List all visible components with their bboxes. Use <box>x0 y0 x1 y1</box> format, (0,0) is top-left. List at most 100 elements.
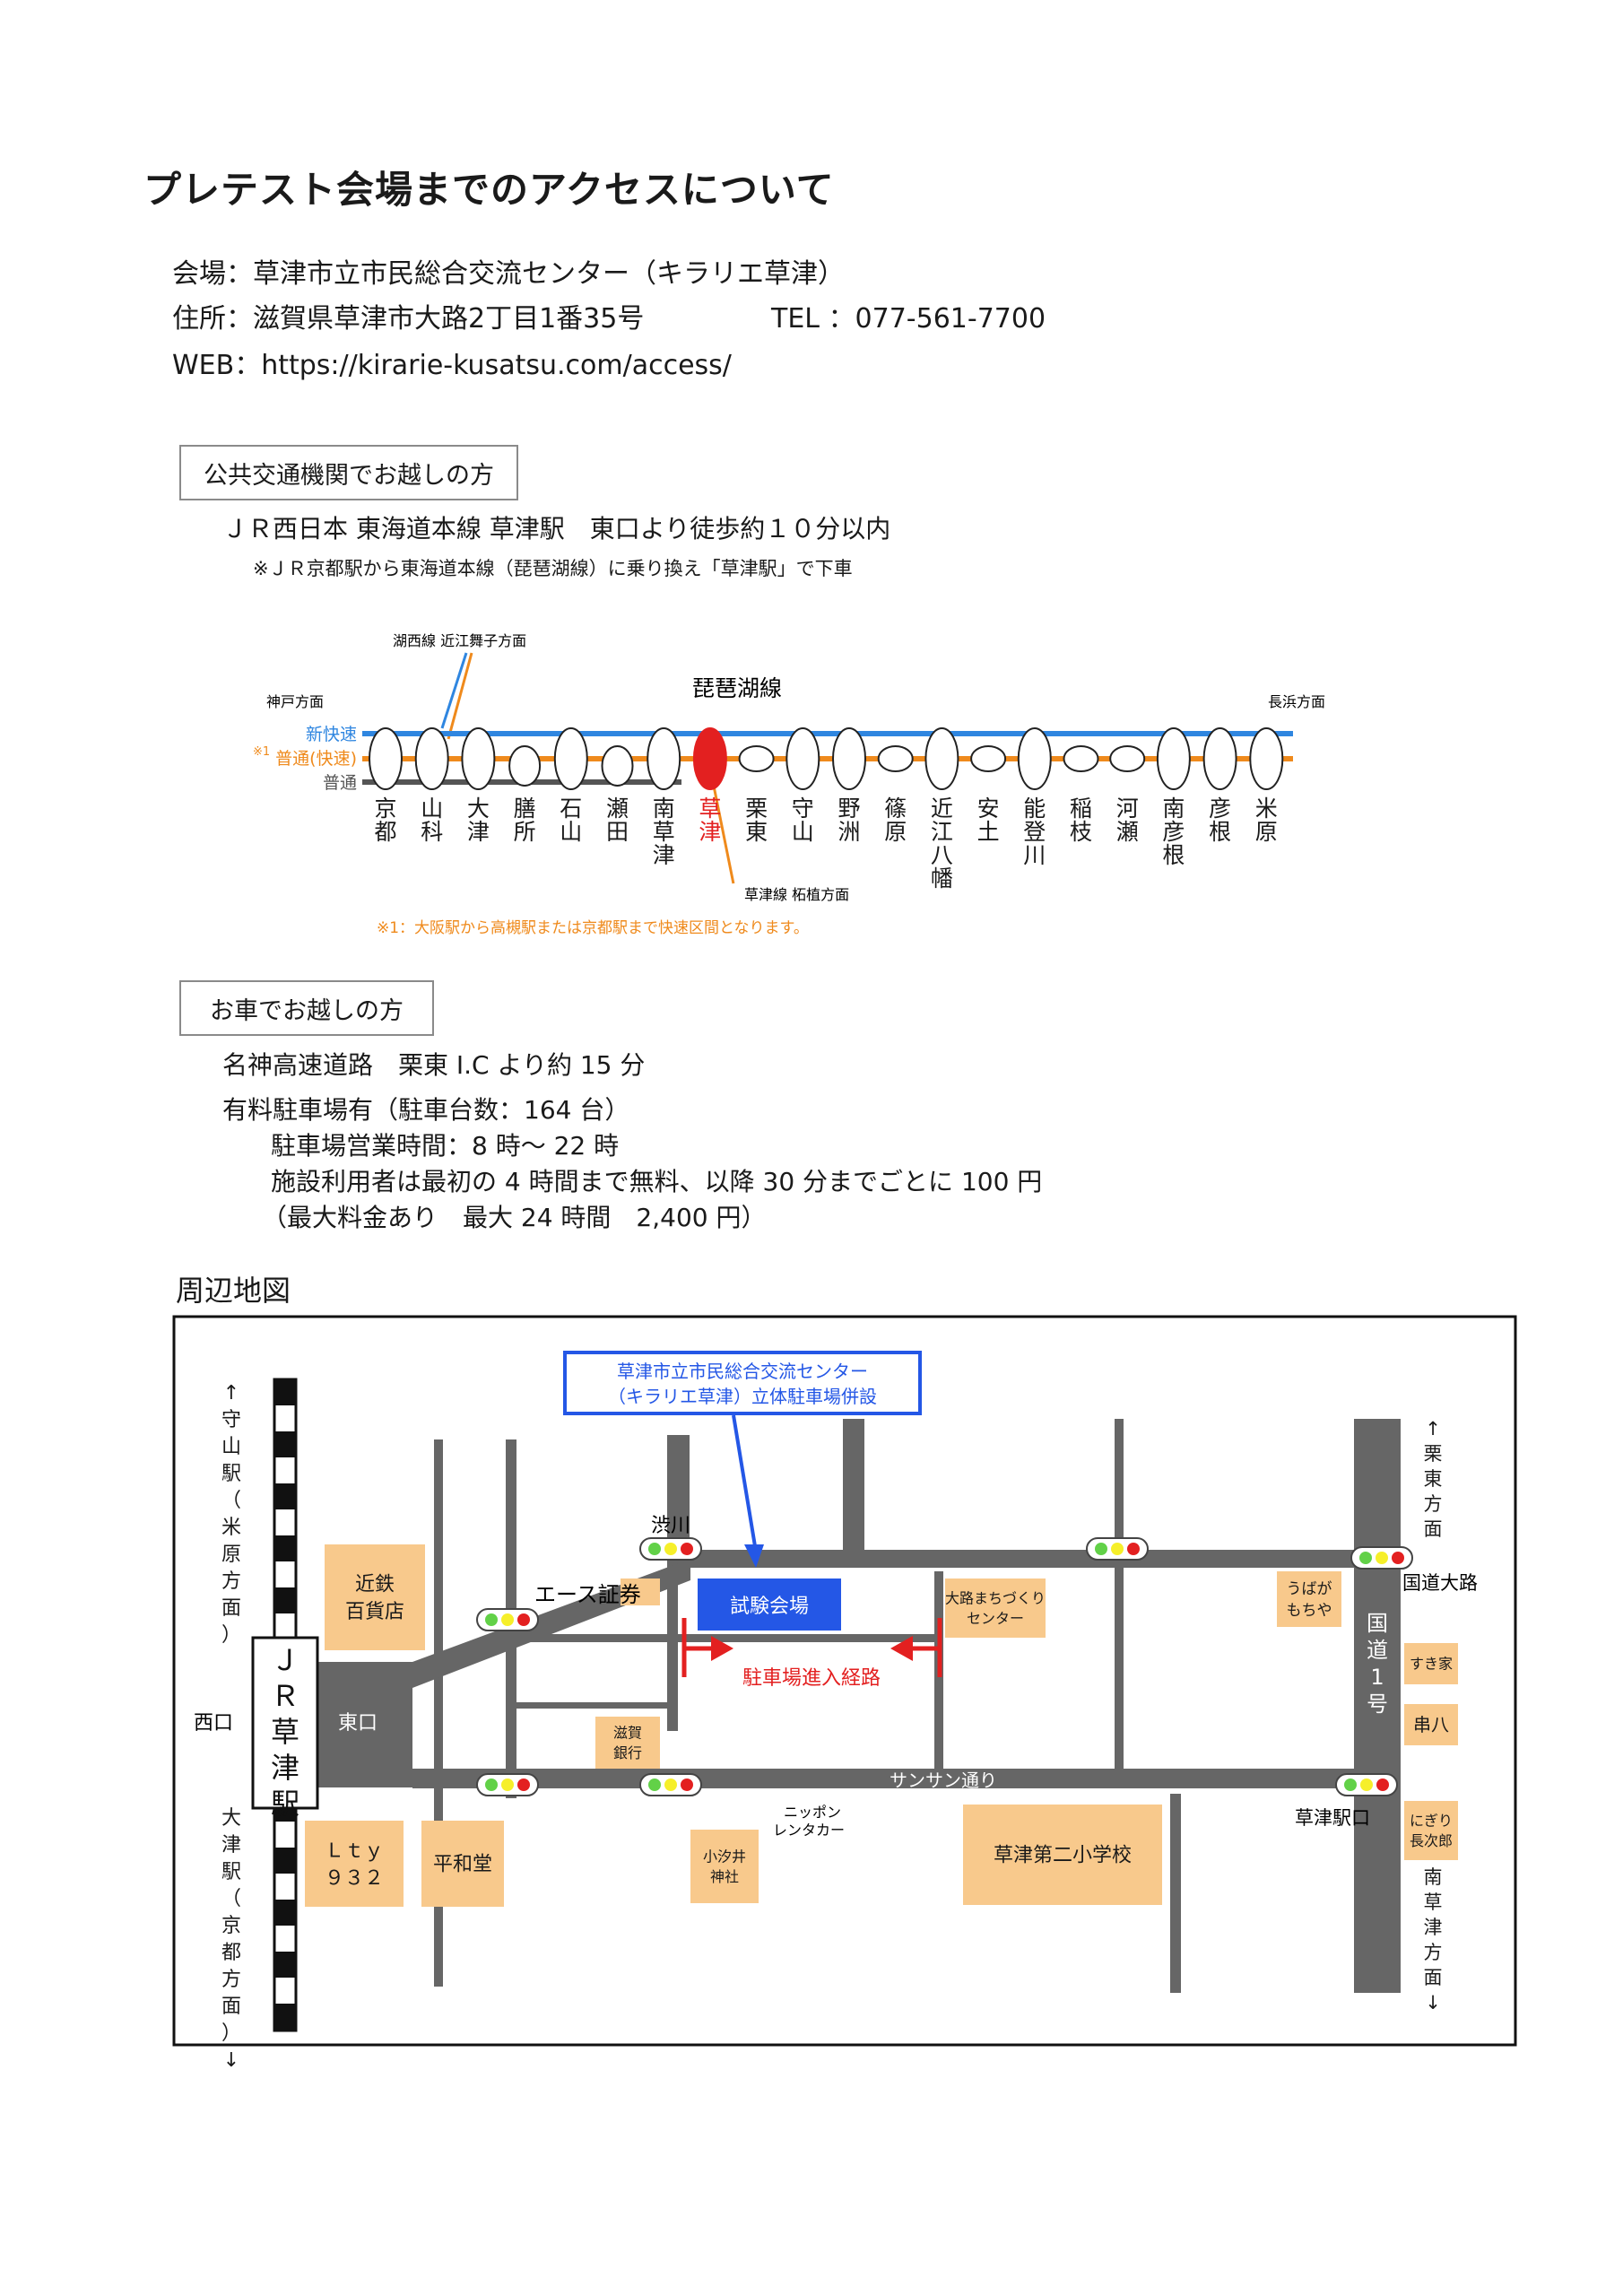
kokudo1-label-char: 号 <box>1367 1692 1388 1717</box>
station-name: 篠原 <box>884 796 907 845</box>
car-heading: お車でお越しの方 <box>179 980 434 1036</box>
shop-label: 近鉄 <box>355 1573 395 1596</box>
station-name: 南彦根 <box>1162 796 1185 868</box>
station-name-char: 安 <box>977 796 1000 822</box>
station-marker <box>1202 727 1237 790</box>
shop-box <box>963 1805 1162 1905</box>
shop-label: Ｌｔｙ <box>325 1839 384 1862</box>
station-marker <box>414 727 449 790</box>
station-marker <box>738 745 775 772</box>
station-marker <box>924 727 959 790</box>
shop-label: 銀行 <box>613 1744 642 1761</box>
shop-label: 大路まちづくり <box>945 1589 1046 1606</box>
station-name-char: 南 <box>653 796 675 822</box>
station-name-char: 幡 <box>931 865 953 891</box>
nishiguchi-label: 西口 <box>194 1712 233 1735</box>
station-name-char: 石 <box>560 796 582 822</box>
track-tie <box>274 1587 296 1613</box>
rail-footnote: ※1：大阪駅から高槻駅または京都駅まで快速区間となります。 <box>377 919 809 937</box>
station-marker <box>1156 727 1191 790</box>
shop-kushihachi: 串八 <box>1404 1704 1458 1745</box>
station-name-char: 南 <box>1162 796 1185 822</box>
road-v1 <box>434 1439 443 1987</box>
station-marker <box>832 727 866 790</box>
station-name-char: 根 <box>1209 819 1231 845</box>
legend-local: 普通 <box>323 773 357 793</box>
station-name-char: 所 <box>514 819 536 845</box>
kusatsu-ekiguchi-label: 草津駅口 <box>1295 1807 1370 1829</box>
road-v4 <box>934 1571 943 1787</box>
station-name: 大津 <box>467 796 490 845</box>
venue-box-label: 試験会場 <box>730 1596 809 1618</box>
shop-box <box>621 1578 660 1605</box>
station-name-char: 近 <box>931 796 953 822</box>
station-name-char: 八 <box>931 842 953 868</box>
station-name-char: 米 <box>1255 796 1278 822</box>
car-parking-hours: 駐車場営業時間：8 時〜 22 時 <box>271 1131 620 1161</box>
station-marker <box>647 727 681 790</box>
moriyama-direction-char: （ <box>221 1490 241 1512</box>
station-marker <box>369 727 403 790</box>
moriyama-direction-char: 面 <box>221 1597 241 1620</box>
station-name-char: 山 <box>792 819 814 845</box>
station-name: 米原 <box>1255 796 1278 845</box>
moriyama-direction-char: ） <box>221 1624 241 1647</box>
otsu-direction-char: 都 <box>221 1942 241 1964</box>
venue-box[interactable] <box>698 1578 841 1631</box>
kosei-branch-line <box>440 652 468 729</box>
station-name-char: 守 <box>792 796 814 822</box>
station-name-char: 根 <box>1162 842 1185 868</box>
venue-tel: TEL ：077-561-7700 <box>771 303 1046 335</box>
road-v5 <box>1115 1419 1124 1787</box>
ritto-direction-char: 方 <box>1424 1493 1443 1515</box>
kokudo1-label-char: 道 <box>1367 1638 1388 1663</box>
station-name-char: 彦 <box>1162 819 1185 845</box>
rail-line-diagram: 京都山科大津膳所石山瀬田南草津草津栗東守山野洲篠原近江八幡安土能登川稲枝河瀬南彦… <box>253 632 1325 937</box>
station-name-char: 篠 <box>884 796 907 822</box>
legend-local-rapid-mark: ※1 <box>253 745 270 759</box>
shop-label: もちや <box>1287 1602 1332 1620</box>
kokudo-oji-label: 国道大路 <box>1402 1572 1478 1594</box>
station-name-char: 山 <box>421 796 443 822</box>
traffic-light-icon <box>476 1773 539 1796</box>
moriyama-direction-char: 山 <box>221 1436 241 1458</box>
station-name: 南草津 <box>653 796 675 868</box>
station-name: 山科 <box>421 796 443 845</box>
road-v6 <box>1170 1794 1181 1993</box>
kokudo1-label-char: 国 <box>1367 1611 1388 1636</box>
station-name-char: 東 <box>745 819 768 845</box>
station-name: 河瀬 <box>1116 796 1139 845</box>
moriyama-direction-char: 方 <box>221 1570 241 1593</box>
jr-kusatsu-station-label-char: Ｊ <box>271 1643 299 1677</box>
station-name-char: 河 <box>1116 796 1139 822</box>
ritto-direction-char: 東 <box>1424 1468 1443 1490</box>
shop-box <box>421 1821 504 1907</box>
station-marker <box>461 727 496 790</box>
station-name-char: 津 <box>467 819 490 845</box>
callout-pointer <box>732 1414 757 1547</box>
station-name: 野洲 <box>838 796 860 845</box>
otsu-direction-char: 方 <box>221 1969 241 1991</box>
otsu-direction-char: 京 <box>221 1915 241 1937</box>
minamikusatsu-direction-char: 津 <box>1424 1917 1443 1938</box>
parking-route-arrows <box>681 1618 942 1677</box>
car-parking-max-fee: （最大料金あり 最大 24 時間 2,400 円） <box>262 1203 767 1232</box>
shop-label: 滋賀 <box>613 1724 642 1741</box>
public-transport-heading-text: 公共交通機関でお越しの方 <box>204 461 494 490</box>
station-marker <box>553 727 588 790</box>
shop-label: センター <box>967 1610 1024 1627</box>
station-name-char: 原 <box>1255 819 1278 845</box>
higashiguchi-label: 東口 <box>338 1712 378 1735</box>
shop-box <box>945 1578 1046 1638</box>
shop-box <box>1404 1801 1458 1860</box>
otsu-direction-char: 面 <box>221 1996 241 2018</box>
moriyama-direction-char: 米 <box>221 1517 241 1539</box>
kosei-branch-label: 湖西線 近江舞子方面 <box>393 632 526 649</box>
track-tie <box>274 2004 296 2030</box>
